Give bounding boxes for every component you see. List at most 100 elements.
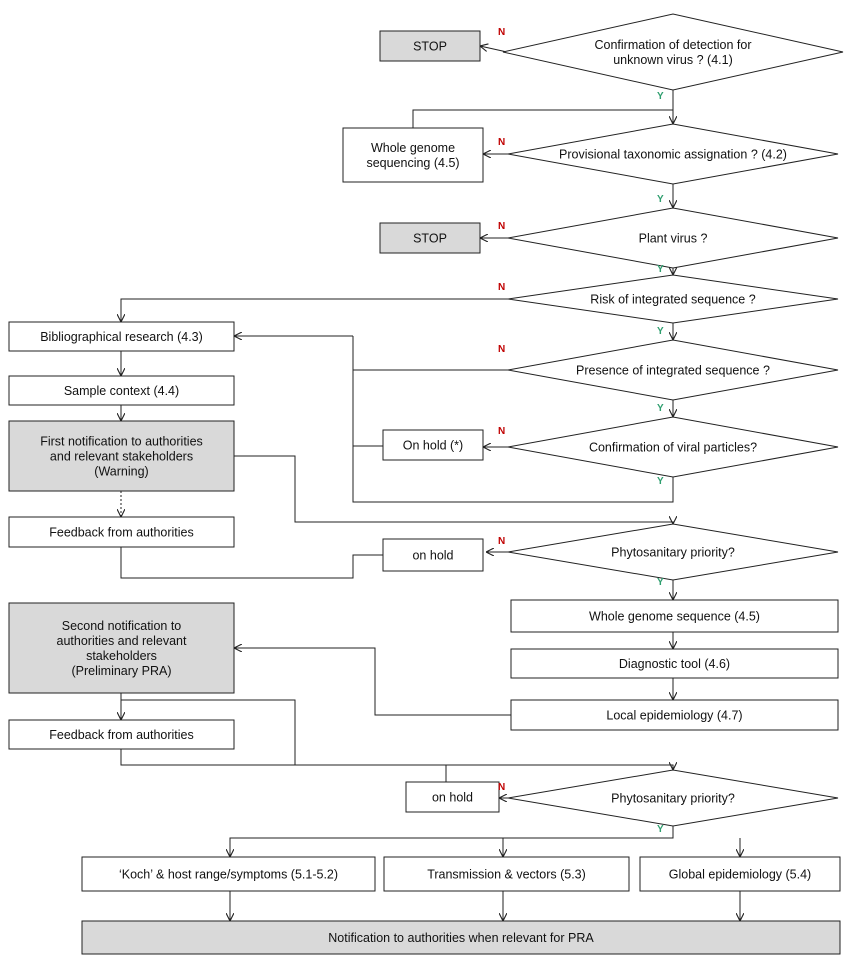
box-rect-stop2 — [379, 222, 481, 254]
decision-d3: Plant virus ? — [507, 207, 839, 269]
decision-d6-text-1: Confirmation of viral particles? — [589, 441, 757, 455]
box-rect-final — [81, 920, 841, 955]
box-stop2-text-1: STOP — [413, 232, 447, 246]
box-wgs2: Whole genome sequence (4.5) — [510, 599, 839, 633]
decision-d2: Provisional taxonomic assignation ? (4.2… — [507, 123, 839, 185]
box-rect-fb1 — [8, 516, 235, 548]
decision-d2-text-1: Provisional taxonomic assignation ? (4.2… — [559, 148, 787, 162]
decision-d4-text-1: Risk of integrated sequence ? — [590, 293, 755, 307]
box-hold1: On hold (*) — [382, 429, 484, 461]
decision-d8: Phytosanitary priority? — [507, 769, 839, 827]
box-sample: Sample context (4.4) — [8, 375, 235, 406]
box-biblio: Bibliographical research (4.3) — [8, 321, 235, 352]
decision-d5-text-1: Presence of integrated sequence ? — [576, 364, 770, 378]
box-wgs1-text-2: sequencing (4.5) — [366, 156, 459, 170]
box-rect-hold2 — [382, 538, 484, 572]
yes-label-16: Y — [657, 824, 664, 835]
decision-diamond-d4 — [507, 274, 839, 324]
box-trans-text-1: Transmission & vectors (5.3) — [427, 868, 586, 882]
box-sample-text-1: Sample context (4.4) — [64, 384, 179, 398]
no-label-11: N — [498, 426, 505, 437]
box-hold3-text-1: on hold — [432, 791, 473, 805]
yes-label-14: Y — [657, 577, 664, 588]
connectors — [121, 46, 740, 921]
connector-20 — [120, 547, 383, 579]
box-hold1-text-1: On hold (*) — [403, 439, 463, 453]
box-final-text-1: Notification to authorities when relevan… — [328, 931, 594, 945]
box-rect-notif1 — [8, 420, 235, 492]
no-label-7: N — [498, 282, 505, 293]
decision-diamond-d2 — [507, 123, 839, 185]
box-rect-hold1 — [382, 429, 484, 461]
no-label-15: N — [498, 782, 505, 793]
box-stop1-text-1: STOP — [413, 40, 447, 54]
box-diag: Diagnostic tool (4.6) — [510, 648, 839, 679]
box-rect-stop1 — [379, 30, 481, 62]
box-rect-diag — [510, 648, 839, 679]
no-label-1: N — [498, 27, 505, 38]
decision-d1-text-1: Confirmation of detection for — [594, 38, 751, 52]
box-rect-fb2 — [8, 719, 235, 750]
yes-label-8: Y — [657, 326, 664, 337]
connector-31 — [230, 826, 674, 857]
decision-diamond-d8 — [507, 769, 839, 827]
decision-d4: Risk of integrated sequence ? — [507, 274, 839, 324]
no-label-13: N — [498, 536, 505, 547]
box-rect-sample — [8, 375, 235, 406]
yes-label-10: Y — [657, 403, 664, 414]
box-rect-trans — [383, 856, 630, 892]
box-stop2: STOP — [379, 222, 481, 254]
decision-diamond-d5 — [507, 339, 839, 401]
box-final: Notification to authorities when relevan… — [81, 920, 841, 955]
box-notif1-text-3: (Warning) — [94, 465, 148, 479]
yes-label-4: Y — [657, 194, 664, 205]
box-rect-wgs1 — [342, 127, 484, 183]
box-local: Local epidemiology (4.7) — [510, 699, 839, 731]
decision-d6: Confirmation of viral particles? — [507, 416, 839, 478]
connector-3 — [412, 109, 673, 128]
box-rect-biblio — [8, 321, 235, 352]
box-hold2: on hold — [382, 538, 484, 572]
decision-diamond-d6 — [507, 416, 839, 478]
box-fb2-text-1: Feedback from authorities — [49, 728, 194, 742]
decision-diamond-d3 — [507, 207, 839, 269]
connector-1 — [480, 46, 508, 53]
box-hold3: on hold — [405, 781, 500, 813]
box-notif1-text-2: and relevant stakeholders — [50, 450, 193, 464]
box-rect-global — [639, 856, 841, 892]
decision-d3-text-1: Plant virus ? — [639, 232, 708, 246]
decision-d5: Presence of integrated sequence ? — [507, 339, 839, 401]
box-wgs2-text-1: Whole genome sequence (4.5) — [589, 610, 760, 624]
decision-d1-text-2: unknown virus ? (4.1) — [613, 53, 733, 67]
no-label-9: N — [498, 344, 505, 355]
box-rect-local — [510, 699, 839, 731]
box-rect-hold3 — [405, 781, 500, 813]
decision-diamond-d1 — [502, 13, 844, 91]
box-stop1: STOP — [379, 30, 481, 62]
box-koch: ‘Koch’ & host range/symptoms (5.1-5.2) — [81, 856, 376, 892]
box-global: Global epidemiology (5.4) — [639, 856, 841, 892]
decision-d7-text-1: Phytosanitary priority? — [611, 546, 735, 560]
box-fb1: Feedback from authorities — [8, 516, 235, 548]
box-local-text-1: Local epidemiology (4.7) — [606, 709, 742, 723]
box-notif2-text-4: (Preliminary PRA) — [71, 664, 171, 678]
box-notif2-text-2: authorities and relevant — [57, 634, 187, 648]
connector-18 — [234, 455, 673, 524]
decision-d8-text-1: Phytosanitary priority? — [611, 792, 735, 806]
yes-label-6: Y — [657, 264, 664, 275]
no-label-3: N — [498, 137, 505, 148]
connector-25 — [234, 648, 511, 716]
box-rect-wgs2 — [510, 599, 839, 633]
box-diag-text-1: Diagnostic tool (4.6) — [619, 657, 730, 671]
box-biblio-text-1: Bibliographical research (4.3) — [40, 330, 203, 344]
box-wgs1-text-1: Whole genome — [371, 141, 455, 155]
box-notif2-text-3: stakeholders — [86, 649, 157, 663]
box-rect-koch — [81, 856, 376, 892]
